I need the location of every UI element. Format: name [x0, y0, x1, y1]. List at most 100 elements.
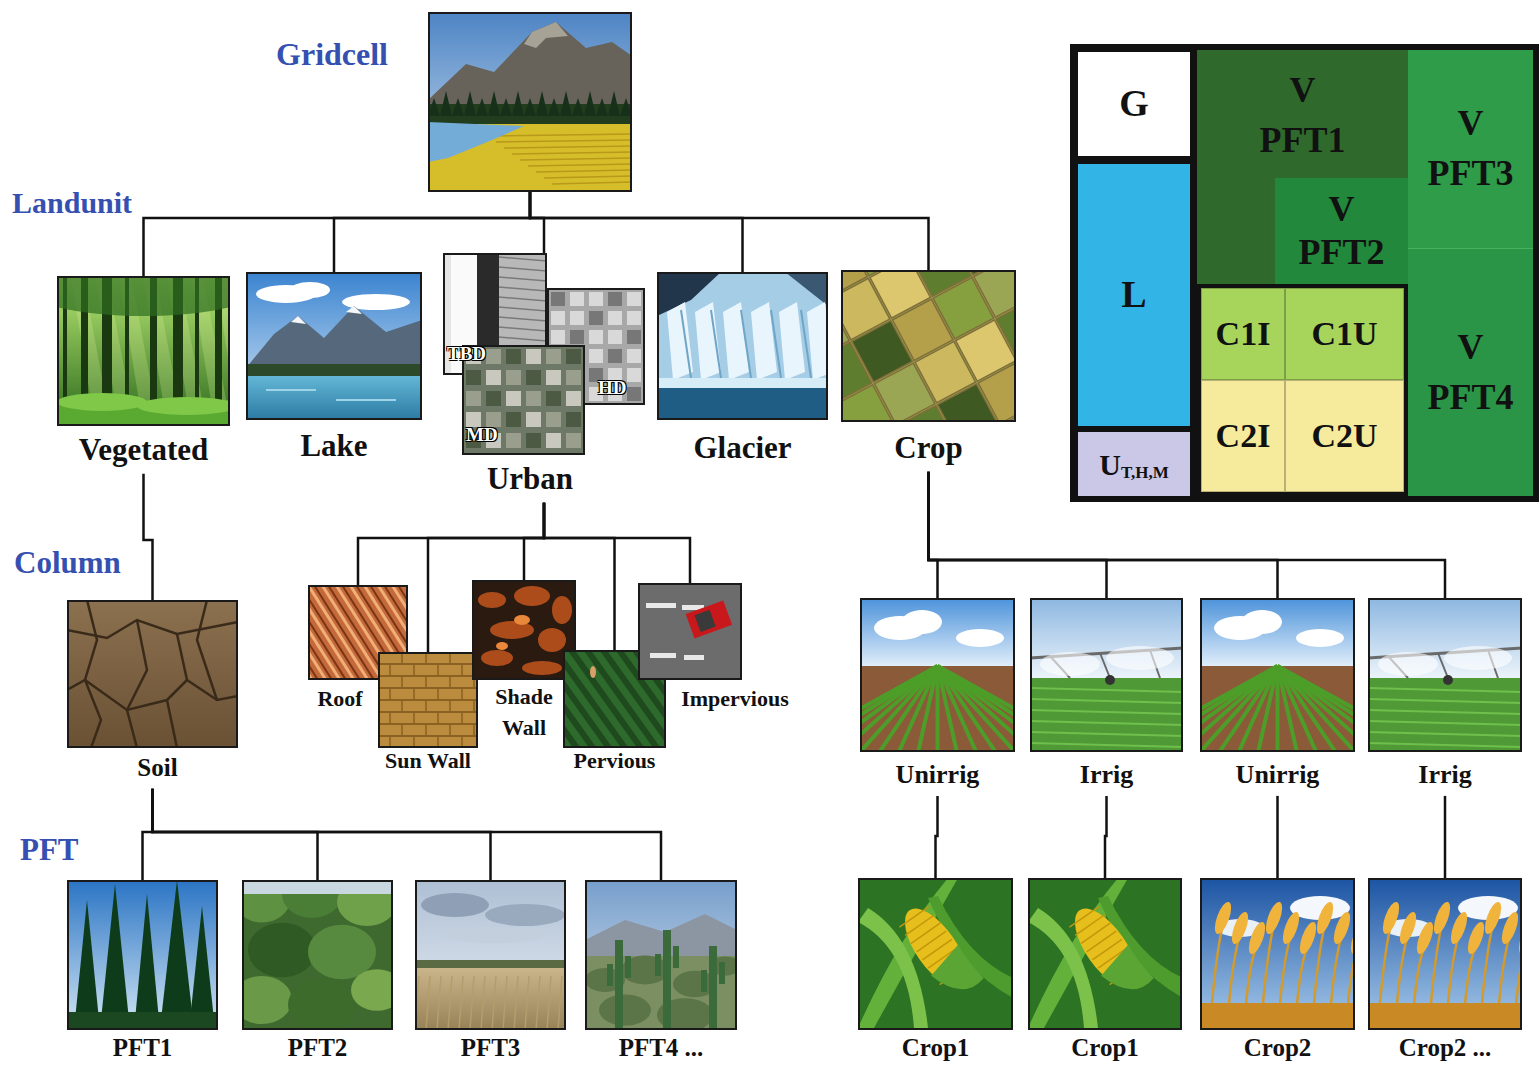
legend-tile-text: U — [1099, 448, 1121, 481]
legend-tile: V PFT2 — [1275, 178, 1408, 284]
tree-connector — [143, 789, 153, 880]
photo-node: PFT1 — [67, 880, 218, 1069]
urban-type-label: TBD — [447, 343, 486, 365]
pft3-illustration — [415, 880, 566, 1030]
level-label: PFT — [20, 832, 79, 868]
photo-node: Lake — [246, 272, 422, 470]
wheat-illustration — [1200, 878, 1355, 1030]
tree-connector — [929, 472, 938, 598]
node-caption: Vegetated — [79, 432, 209, 468]
tree-connector — [1444, 796, 1447, 878]
node-caption: PFT4 ... — [619, 1034, 704, 1063]
photo-node: Crop — [841, 270, 1016, 472]
legend-outer-frame — [1070, 44, 1539, 502]
photo-node: Crop2 ... — [1368, 878, 1522, 1069]
tree-connector — [144, 474, 153, 600]
legend-tile-text: V PFT2 — [1299, 188, 1385, 274]
fieldU-illustration — [860, 598, 1015, 752]
node-caption: Lake — [300, 428, 367, 464]
node-caption: Shade Wall — [495, 682, 552, 744]
photo-node: Crop2 — [1200, 878, 1355, 1069]
photo-node: Crop1 — [1028, 878, 1182, 1069]
legend-tile: UT,H,M — [1078, 432, 1190, 496]
tree-connector — [153, 789, 491, 880]
legend-tile-text: L — [1121, 272, 1146, 318]
node-caption: PFT1 — [113, 1034, 173, 1063]
tree-connector — [524, 503, 544, 580]
forest-illustration — [57, 276, 230, 426]
legend-tile-text: V PFT3 — [1428, 99, 1514, 198]
node-caption: Unirrig — [896, 760, 980, 790]
legend-tile-text: C1U — [1311, 314, 1377, 355]
node-caption: Sun Wall — [385, 748, 471, 773]
wheat-illustration — [1368, 878, 1522, 1030]
cropfield-illustration — [841, 270, 1016, 422]
fieldU-illustration — [1200, 598, 1355, 752]
photo-node: PFT2 — [242, 880, 393, 1069]
node-caption: Glacier — [693, 430, 791, 466]
node-caption: Irrig — [1418, 760, 1471, 790]
node-caption: Crop2 ... — [1399, 1034, 1492, 1063]
crop-group-frame — [1197, 284, 1408, 496]
tree-connector — [544, 503, 690, 583]
legend-tile-text: V PFT4 — [1428, 323, 1514, 422]
photo-node: Sun Wall — [378, 652, 478, 779]
photo-node: Gridcell — [428, 12, 632, 192]
photo-node: Glacier — [657, 272, 828, 472]
legend-tile-text: C2I — [1216, 416, 1271, 457]
photo-node: Vegetated — [57, 276, 230, 474]
node-caption: Impervious — [681, 686, 789, 711]
pft2-illustration — [242, 880, 393, 1030]
node-caption: Crop1 — [1071, 1034, 1139, 1063]
legend-tile: C1I — [1201, 288, 1285, 380]
level-label: Column — [14, 545, 121, 581]
legend-tile: C2I — [1201, 380, 1285, 492]
tree-connector — [530, 192, 743, 272]
legend-tile-text: C1I — [1216, 314, 1271, 355]
legend-tile: C1U — [1285, 288, 1404, 380]
shadewall-illustration — [472, 580, 576, 680]
node-caption: Crop2 — [1244, 1034, 1312, 1063]
photo-node: Impervious — [638, 583, 742, 717]
pft4-illustration — [585, 880, 737, 1030]
node-caption: Urban — [487, 461, 573, 497]
lake-illustration — [246, 272, 422, 420]
node-caption: Crop1 — [902, 1034, 970, 1063]
node-caption: Pervious — [574, 748, 656, 773]
photo-node: Crop1 — [858, 878, 1013, 1069]
tree-connector — [936, 796, 938, 878]
urban-type-label: HD — [598, 377, 627, 399]
tree-connector — [153, 789, 318, 880]
node-caption: Roof — [317, 686, 362, 711]
legend-tile: L — [1078, 164, 1190, 426]
node-caption: Soil — [137, 754, 177, 783]
landscape-illustration — [428, 12, 632, 192]
photo-node: PFT4 ... — [585, 880, 737, 1069]
node-caption: PFT3 — [461, 1034, 521, 1063]
photo-node: Irrig — [1030, 598, 1183, 796]
impervious-illustration — [638, 583, 742, 680]
legend-tile: G — [1078, 52, 1190, 156]
tree-connector — [153, 789, 662, 880]
legend-tile: V PFT4 — [1408, 248, 1533, 496]
urban-type-label: MD — [466, 424, 498, 446]
corn-illustration — [1028, 878, 1182, 1030]
legend-subscript: T,H,M — [1121, 464, 1169, 483]
legend-tile-text: G — [1119, 81, 1149, 127]
tree-connector — [358, 503, 544, 585]
photo-node: Unirrig — [1200, 598, 1355, 796]
photo-node: Irrig — [1368, 598, 1522, 796]
legend-tile-text: V PFT1 — [1260, 66, 1346, 165]
node-caption: Unirrig — [1236, 760, 1320, 790]
photo-node: Unirrig — [860, 598, 1015, 796]
tree-connector — [1276, 796, 1279, 878]
node-caption: Irrig — [1080, 760, 1133, 790]
fieldI-illustration — [1368, 598, 1522, 752]
soil-illustration — [67, 600, 238, 748]
level-caption: Gridcell — [276, 36, 388, 73]
legend-tile-text: C2U — [1311, 416, 1377, 457]
photo-node: Soil — [67, 600, 238, 789]
node-caption: PFT2 — [288, 1034, 348, 1063]
node-caption: Crop — [894, 430, 962, 466]
